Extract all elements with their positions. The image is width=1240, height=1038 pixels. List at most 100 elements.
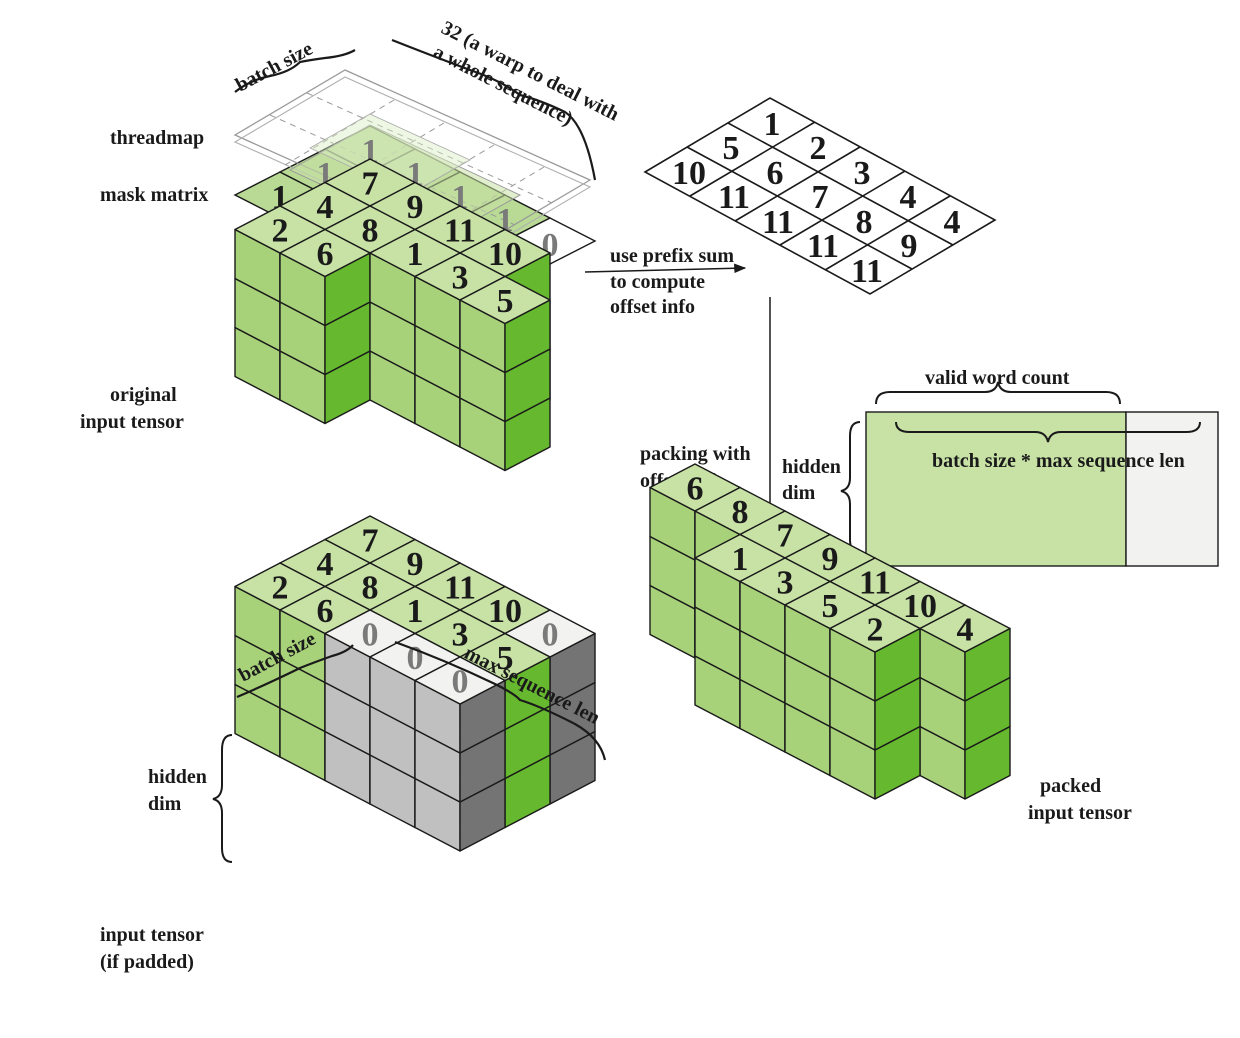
token-id: 10 [488, 236, 522, 273]
offset-value: 11 [718, 179, 750, 216]
prefix-sum-step: use prefix sum to compute offset info [584, 245, 747, 318]
offset-grid-line [824, 195, 951, 271]
valid-word-count-label: valid word count [925, 367, 1070, 389]
hidden-dim-left-line2: dim [148, 793, 182, 815]
offset-value: 4 [900, 179, 917, 216]
batch-size-label-top: batch size [232, 38, 316, 97]
offset-value: 9 [901, 228, 918, 265]
token-id: 5 [822, 588, 839, 625]
offset-grid-line [689, 121, 816, 197]
token-id: 9 [822, 541, 839, 578]
offset-value: 3 [854, 155, 871, 192]
offset-value: 6 [767, 155, 784, 192]
token-id: 4 [317, 546, 334, 583]
token-id: 5 [497, 283, 514, 320]
valid-word-count-brace [875, 381, 1121, 405]
token-id: 11 [444, 213, 476, 250]
packed-valid-region [865, 411, 1127, 567]
token-id: 10 [903, 588, 937, 625]
token-id: 2 [272, 213, 289, 250]
token-id: 4 [957, 612, 974, 649]
token-id: 7 [362, 166, 379, 203]
batch-len-label: batch size * max sequence len [932, 450, 1185, 472]
offset-grid-line [686, 146, 913, 270]
token-id: 8 [362, 570, 379, 607]
batch-len-brace [895, 421, 1201, 443]
prefix-arrow [584, 263, 747, 274]
prefix-label-line3: offset info [610, 296, 695, 318]
token-id: 7 [777, 518, 794, 555]
hidden-dim-brace-left [212, 734, 233, 863]
token-id: 1 [732, 541, 749, 578]
prefix-label-line1: use prefix sum [610, 245, 734, 267]
threadmap-label: threadmap [110, 127, 204, 149]
token-id: 1 [407, 593, 424, 630]
token-id: 5 [497, 640, 514, 677]
token-id: 3 [777, 565, 794, 602]
token-id: 8 [362, 213, 379, 250]
token-id: 9 [407, 546, 424, 583]
padded-label-line2: (if padded) [100, 951, 194, 973]
offset-value: 11 [807, 228, 839, 265]
token-id: 11 [859, 565, 891, 602]
packed-label-line1: packed [1040, 775, 1101, 797]
original-input-tensor: 74 9 2 8 11 6 1 10 35 [234, 158, 551, 472]
token-id: 8 [732, 494, 749, 531]
token-id: 0 [452, 664, 469, 701]
token-id: 9 [407, 189, 424, 226]
offset-grid-line [734, 146, 861, 222]
cube-top-face [414, 656, 506, 705]
offset-value: 7 [812, 179, 829, 216]
cube-top-face [459, 275, 551, 325]
hidden-dim-right-line2: dim [782, 482, 816, 504]
token-id: 0 [542, 617, 559, 654]
cube-top-face [919, 604, 1011, 653]
packed-padding-region [1125, 411, 1219, 567]
cube-top-face [279, 228, 371, 278]
token-id: 11 [444, 570, 476, 607]
max-seq-len-brace [394, 640, 607, 761]
token-id: 3 [452, 260, 469, 297]
hidden-dim-left-line1: hidden [148, 766, 207, 788]
token-id: 10 [488, 593, 522, 630]
prefix-label-line2: to compute [610, 271, 705, 293]
offset-value: 4 [944, 204, 961, 241]
mask-matrix-label: mask matrix [100, 184, 208, 206]
padded-label-line1: input tensor [100, 924, 204, 946]
offset-value: 10 [672, 155, 706, 192]
batch-size-brace-bottom [236, 644, 354, 699]
token-id: 7 [362, 523, 379, 560]
token-id: 0 [407, 640, 424, 677]
token-id: 1 [407, 236, 424, 273]
offset-grid-line [779, 170, 906, 246]
offset-value: 5 [723, 130, 740, 167]
token-id: 3 [452, 617, 469, 654]
token-id: 6 [687, 471, 704, 508]
token-id: 2 [272, 570, 289, 607]
token-id: 4 [317, 189, 334, 226]
original-label-line2: input tensor [80, 411, 184, 433]
original-label-line1: original [110, 384, 177, 406]
offset-grid: 1 5 2 10 6 3 11 7 4 11 8 4 11 9 11 [643, 97, 997, 295]
packed-buffer: valid word count batch size * max sequen… [782, 367, 1219, 567]
token-id: 6 [317, 593, 334, 630]
offset-value: 8 [856, 204, 873, 241]
warp-brace [391, 38, 597, 181]
offset-grid-line [727, 122, 954, 246]
offset-value: 11 [851, 253, 883, 290]
offset-value: 11 [762, 204, 794, 241]
offset-value: 1 [764, 106, 781, 143]
token-id: 6 [317, 236, 334, 273]
packing-label-line1: packing with [640, 443, 751, 465]
packed-label-line2: input tensor [1028, 802, 1132, 824]
hidden-dim-brace-right [840, 421, 861, 553]
cube-top-face [829, 604, 921, 653]
token-id: 2 [867, 612, 884, 649]
batch-size-brace-top [234, 49, 356, 93]
token-id: 0 [362, 617, 379, 654]
offset-value: 2 [810, 130, 827, 167]
hidden-dim-right-line1: hidden [782, 456, 841, 478]
